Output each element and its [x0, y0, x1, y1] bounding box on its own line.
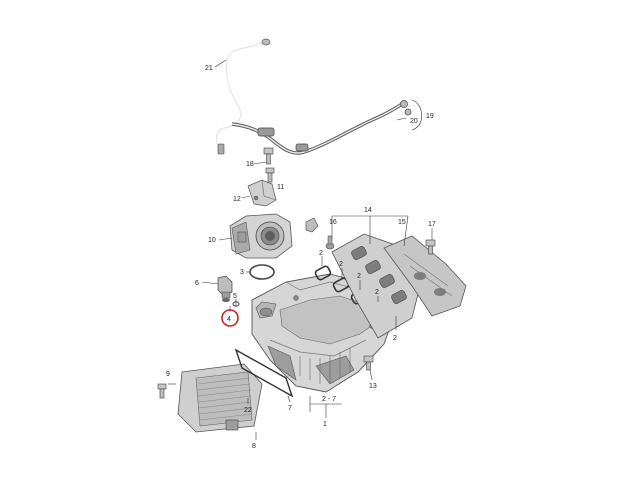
o-ring-3 [249, 264, 275, 280]
label-20: 20 [410, 118, 418, 125]
label-15: 15 [398, 219, 406, 226]
label-2a: 2 [319, 250, 323, 257]
label-2d: 2 [375, 289, 379, 296]
label-12: 12 [233, 196, 241, 203]
label-9: 9 [166, 371, 170, 378]
intake-manifold-1 [251, 273, 395, 393]
leader-lines [168, 59, 433, 440]
label-8: 8 [252, 443, 256, 450]
label-14: 14 [364, 207, 372, 214]
label-16: 16 [329, 219, 337, 226]
bolt-17 [425, 239, 436, 255]
intercooler-8 [177, 363, 263, 433]
label-10: 10 [208, 237, 216, 244]
label-7: 7 [288, 405, 292, 412]
bolt-13 [363, 355, 374, 371]
label-19: 19 [426, 113, 434, 120]
label-2e: 2 [393, 335, 397, 342]
part-labels: 21 20 19 18 12 11 10 3 6 5 4 14 16 15 17… [166, 65, 436, 450]
label-21: 21 [205, 65, 213, 72]
label-2b: 2 [339, 261, 343, 268]
label-11: 11 [277, 184, 284, 191]
label-3: 3 [240, 269, 244, 276]
vacuum-hose-assembly [215, 38, 412, 155]
label-2c: 2 [357, 273, 361, 280]
label-18: 18 [246, 161, 254, 168]
bracket-12 [247, 179, 277, 207]
sensor-16 [305, 217, 335, 250]
bolt-9 [157, 383, 167, 399]
manifold-flange-15 [383, 235, 467, 317]
sensor-6 [217, 275, 233, 302]
label-5: 5 [233, 293, 237, 300]
label-1: 1 [323, 421, 327, 428]
throttle-body-10 [229, 213, 293, 259]
label-6: 6 [195, 280, 199, 287]
label-2-7: 2 - 7 [322, 396, 336, 403]
label-4: 4 [227, 316, 231, 323]
bolt-11 [265, 167, 275, 183]
label-22: 22 [244, 407, 252, 414]
gasket-22 [234, 348, 294, 398]
bolt-18 [263, 147, 274, 165]
label-17: 17 [428, 221, 436, 228]
label-13: 13 [369, 383, 377, 390]
